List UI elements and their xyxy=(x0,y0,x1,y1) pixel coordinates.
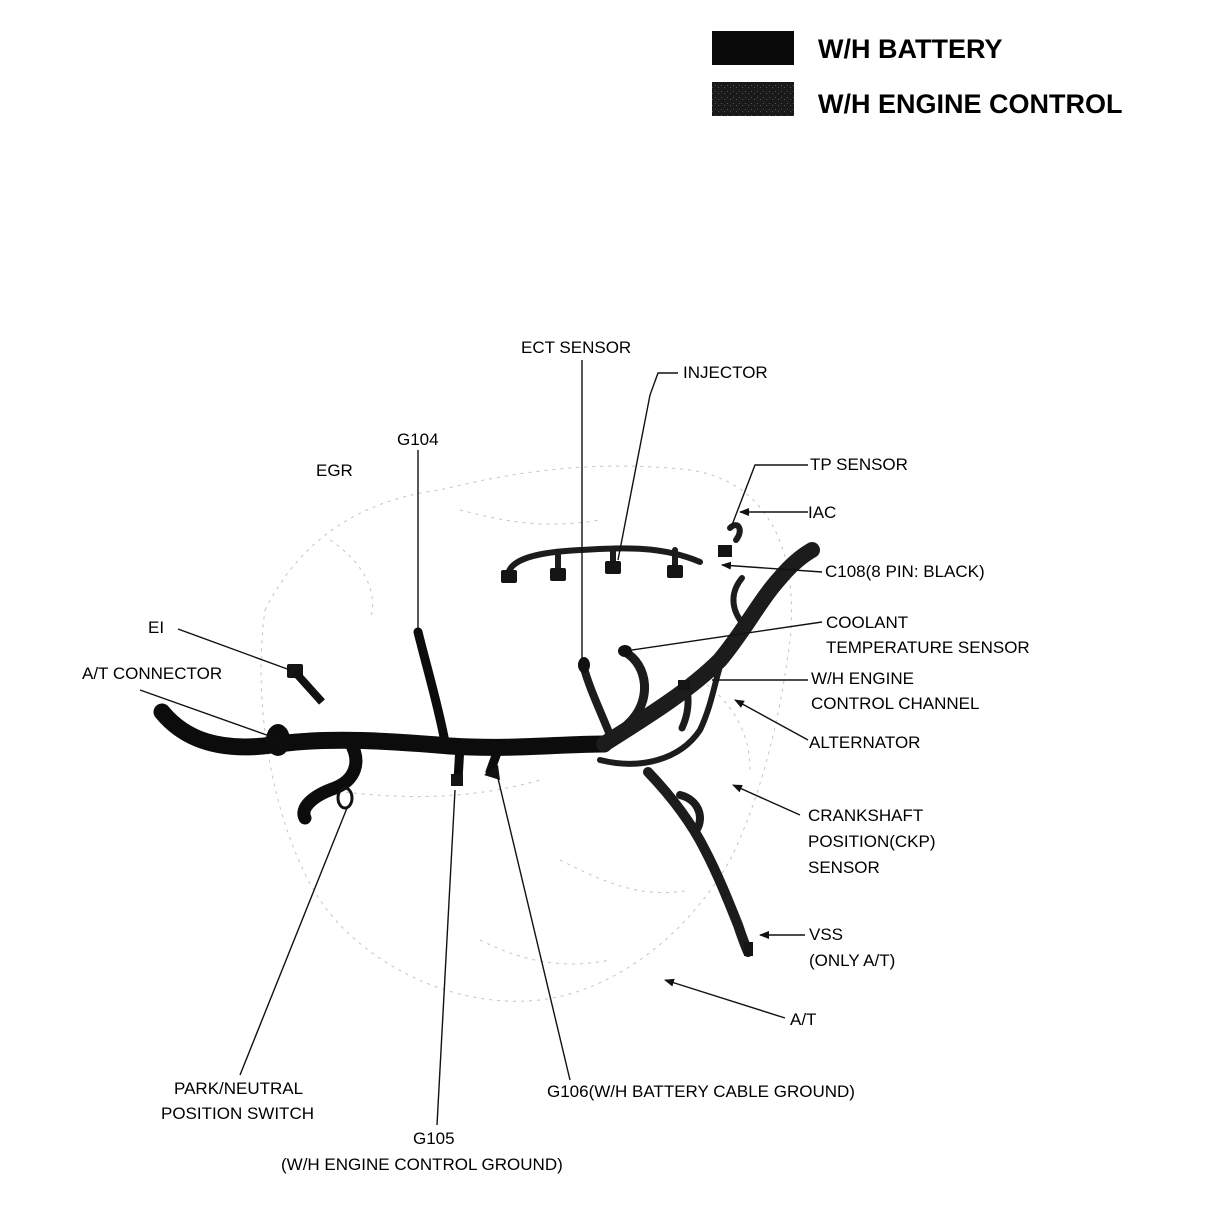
ei-label: EI xyxy=(148,618,164,637)
egr-label: EGR xyxy=(316,461,353,480)
iac-label: IAC xyxy=(808,503,836,522)
g106-terminal xyxy=(484,765,500,780)
battery-harness xyxy=(153,627,613,825)
injector-connector-2 xyxy=(550,568,566,581)
ect-sensor-connector xyxy=(578,657,590,673)
ect-sensor-label: ECT SENSOR xyxy=(521,338,631,357)
callout-labels: ECT SENSOR INJECTOR G104 EGR TP SENSOR I… xyxy=(82,338,1030,1174)
leader-lines xyxy=(139,360,823,1126)
vss-connector xyxy=(744,942,753,956)
g104-label: G104 xyxy=(397,430,439,449)
alternator-connector xyxy=(678,680,690,690)
legend-swatch-engine-control xyxy=(712,82,794,116)
c108-connector xyxy=(718,545,732,557)
injector-label: INJECTOR xyxy=(683,363,768,382)
park-neutral-switch-label: PARK/NEUTRAL POSITION SWITCH xyxy=(161,1079,314,1123)
at-label: A/T xyxy=(790,1010,816,1029)
park-neutral-connector xyxy=(336,786,354,810)
connectors xyxy=(266,545,753,956)
legend: W/H BATTERY W/H ENGINE CONTROL xyxy=(712,31,1123,119)
g105-terminal xyxy=(451,774,463,786)
ei-lead xyxy=(292,669,325,705)
ckp-sensor-label: CRANKSHAFT POSITION(CKP) SENSOR xyxy=(808,806,940,877)
injector-connector-1 xyxy=(501,570,517,583)
g106-label: G106(W/H BATTERY CABLE GROUND) xyxy=(547,1082,855,1101)
injector-connector-4 xyxy=(667,565,683,578)
legend-label-battery: W/H BATTERY xyxy=(818,34,1002,64)
injector-connector-3 xyxy=(605,561,621,574)
legend-label-engine-control: W/H ENGINE CONTROL xyxy=(818,89,1123,119)
vss-label: VSS (ONLY A/T) xyxy=(809,925,895,970)
legend-swatch-battery xyxy=(712,31,794,65)
engine-control-channel-label: W/H ENGINE CONTROL CHANNEL xyxy=(811,669,979,713)
coolant-temp-sensor-label: COOLANT TEMPERATURE SENSOR xyxy=(826,613,1030,657)
g105-label: G105 (W/H ENGINE CONTROL GROUND) xyxy=(281,1129,563,1174)
at-connector-plug xyxy=(266,724,290,756)
alternator-label: ALTERNATOR xyxy=(809,733,920,752)
tp-sensor-label: TP SENSOR xyxy=(810,455,908,474)
at-connector-label: A/T CONNECTOR xyxy=(82,664,222,683)
coolant-sensor-connector xyxy=(618,645,632,657)
c108-label: C108(8 PIN: BLACK) xyxy=(825,562,985,581)
